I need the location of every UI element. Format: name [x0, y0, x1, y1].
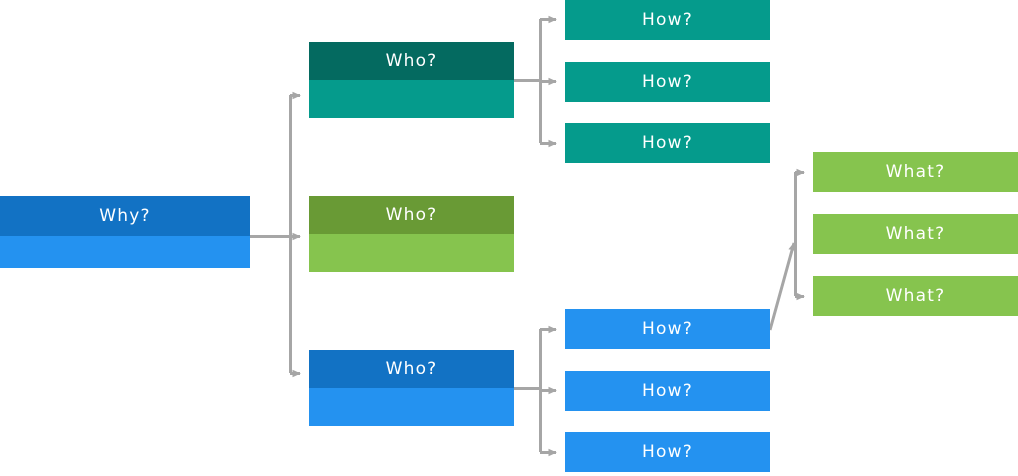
node-label: Why?	[99, 205, 151, 226]
node-label: Who?	[385, 358, 438, 379]
node-label: Who?	[385, 204, 438, 225]
node-label: How?	[642, 71, 693, 92]
node-band-top: Who?	[309, 196, 514, 234]
node-label: What?	[885, 285, 946, 306]
node-how-teal-1[interactable]: How?	[565, 0, 770, 40]
edge-who-teal-to-hows	[514, 15, 557, 148]
node-label: How?	[642, 132, 693, 153]
node-what-2[interactable]: What?	[813, 214, 1018, 254]
node-who-blue[interactable]: Who?	[309, 350, 514, 426]
node-label: What?	[885, 223, 946, 244]
node-band-bottom	[309, 234, 514, 272]
node-band-top: Who?	[309, 350, 514, 388]
node-band-bottom	[309, 388, 514, 426]
node-how-blue-2[interactable]: How?	[565, 371, 770, 411]
node-how-blue-3[interactable]: How?	[565, 432, 770, 472]
node-band-top: Why?	[0, 196, 250, 236]
node-label: How?	[642, 441, 693, 462]
node-how-blue-1[interactable]: How?	[565, 309, 770, 349]
node-label: How?	[642, 9, 693, 30]
node-band-top: Who?	[309, 42, 514, 80]
node-label: How?	[642, 380, 693, 401]
edge-who-blue-to-hows	[514, 325, 557, 457]
node-how-teal-2[interactable]: How?	[565, 62, 770, 102]
node-who-teal[interactable]: Who?	[309, 42, 514, 118]
node-label: How?	[642, 318, 693, 339]
node-what-1[interactable]: What?	[813, 152, 1018, 192]
node-why-root[interactable]: Why?	[0, 196, 250, 268]
edge-why-to-branches	[250, 91, 301, 378]
node-label: What?	[885, 161, 946, 182]
node-band-bottom	[0, 236, 250, 268]
node-what-3[interactable]: What?	[813, 276, 1018, 316]
node-band-bottom	[309, 80, 514, 118]
node-how-teal-3[interactable]: How?	[565, 123, 770, 163]
node-label: Who?	[385, 50, 438, 71]
node-who-green[interactable]: Who?	[309, 196, 514, 272]
edge-how-blue-1-to-whats	[768, 168, 805, 331]
